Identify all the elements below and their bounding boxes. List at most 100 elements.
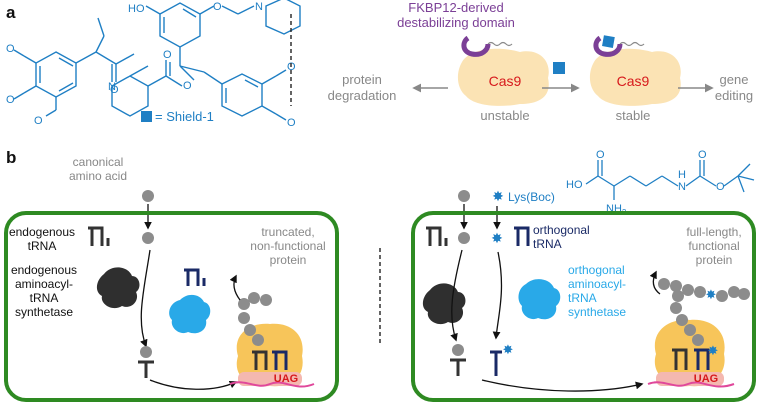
endogenous-trna-line2: tRNA — [28, 239, 57, 253]
orthogonal-trna-line2: tRNA — [533, 237, 562, 251]
lysboc-label: Lys(Boc) — [508, 190, 555, 204]
synthetase-line3: tRNA — [30, 291, 59, 305]
mrna-right — [647, 381, 735, 388]
ribosome-right-star: ✸ — [708, 343, 719, 358]
nascent-chain-left — [238, 292, 272, 346]
nascent-chain-star: ✸ — [706, 287, 717, 302]
canonical-line2: amino acid — [69, 169, 127, 183]
panel-b-letter: b — [6, 148, 16, 167]
ribosome-right-trna — [672, 348, 688, 370]
canonical-aa-outside-right — [458, 190, 470, 202]
shield1-atom-labels: HO O N O N O O O O O O O — [6, 1, 296, 129]
endogenous-trna-icon — [88, 226, 110, 246]
linker-stable — [619, 41, 645, 47]
ddomain-stable — [593, 35, 623, 57]
endogenous-trna-right-icon — [426, 226, 448, 246]
atom-o-ester-1: O — [163, 49, 172, 61]
truncated-line2: non-functional — [250, 239, 325, 253]
stable-label: stable — [616, 108, 651, 123]
charged-orth-star: ✸ — [503, 342, 514, 357]
orthogonal-synthetase-icon — [518, 279, 561, 320]
codon-left: UAG — [274, 373, 298, 385]
charged-aa-right — [452, 344, 464, 356]
atom-n-top: N — [255, 1, 263, 13]
atom-o-meo-3: O — [34, 115, 43, 127]
lysboc-structure — [585, 160, 755, 200]
degradation-line1: protein — [342, 72, 382, 87]
atom-n-piperidine: N — [108, 81, 116, 93]
atom-ho: HO — [128, 3, 145, 15]
arrow-full-length — [649, 270, 661, 295]
cell-left — [4, 211, 339, 402]
lysboc-n: N — [678, 181, 686, 193]
synthetase-line4: synthetase — [15, 305, 73, 319]
ribosome-left-trnas — [252, 350, 268, 370]
charged-orth-trna-icon — [490, 350, 502, 376]
atom-o-meo-1: O — [6, 43, 15, 55]
gene-editing-line2: editing — [715, 88, 753, 103]
shield1-square-middle — [553, 62, 565, 74]
canonical-line1: canonical — [73, 155, 124, 169]
panel-a-letter: a — [6, 3, 16, 22]
linker-unstable — [487, 41, 513, 47]
lysboc-o-carbonyl: O — [698, 149, 707, 161]
ddomain-unstable — [461, 35, 491, 57]
atom-o-ester-2: O — [183, 80, 192, 92]
ddomain-label-line2: destabilizing domain — [397, 15, 515, 30]
orthogonal-trna-icon — [514, 226, 530, 246]
codon-right: UAG — [694, 373, 718, 385]
arrow-charging-left — [140, 249, 151, 348]
orth-synthetase-line1: orthogonal — [568, 263, 625, 277]
truncated-line3: protein — [270, 253, 307, 267]
canonical-aa-inside — [142, 232, 154, 244]
ribosome-left-orth-trna — [272, 350, 288, 370]
cell-right — [411, 211, 756, 402]
shield1-structure — [13, 0, 301, 121]
cas9-unstable-label: Cas9 — [489, 73, 522, 89]
orth-synthetase-line2: aminoacyl- — [568, 277, 626, 291]
endogenous-synthetase-right-icon — [422, 283, 466, 325]
degradation-line2: degradation — [328, 88, 397, 103]
charged-trna-left-icon — [138, 360, 154, 378]
cas9-stable-blob — [589, 48, 681, 106]
cas9-unstable-blob — [457, 48, 549, 106]
synthetase-line2: aminoacyl- — [15, 277, 73, 291]
unstable-label: unstable — [480, 108, 529, 123]
lysboc-star-outside: ✸ — [492, 188, 504, 204]
lysboc-o-ester: O — [716, 181, 725, 193]
cas9-stable-label: Cas9 — [617, 73, 650, 89]
lysboc-atom-labels: HO O NH2 H N O O — [566, 149, 725, 217]
canonical-aa-outside — [142, 190, 154, 202]
orthogonal-trna-unused-icon — [184, 268, 206, 286]
ribosome-left-base — [238, 372, 302, 386]
shield1-legend-text: = Shield-1 — [155, 109, 214, 124]
arrow-truncated — [229, 274, 241, 301]
orth-synthetase-line3: tRNA — [568, 291, 597, 305]
full-line3: protein — [696, 253, 733, 267]
ddomain-label-line1: FKBP12-derived — [408, 0, 503, 15]
arrow-charging-right-endogenous — [450, 249, 463, 342]
atom-o-meo-2: O — [6, 94, 15, 106]
atom-o-meo-5: O — [287, 117, 296, 129]
truncated-line1: truncated, — [261, 225, 314, 239]
lysboc-h: H — [678, 169, 686, 181]
full-line1: full-length, — [686, 225, 741, 239]
full-line2: functional — [688, 239, 739, 253]
lysboc-star-inside: ✸ — [491, 230, 503, 246]
lysboc-ho: HO — [566, 179, 583, 191]
lysboc-o-acid: O — [596, 149, 605, 161]
orthogonal-synthetase-unused-icon — [169, 294, 211, 334]
gene-editing-line1: gene — [720, 72, 749, 87]
endogenous-synthetase-icon — [96, 267, 140, 309]
mrna-left — [229, 381, 315, 388]
ribosome-right-base — [656, 372, 724, 386]
ribosome-right-orth-trna — [694, 348, 710, 370]
nascent-chain-right — [658, 278, 750, 346]
orthogonal-trna-line1: orthogonal — [533, 223, 590, 237]
endogenous-trna-line1: endogenous — [9, 225, 75, 239]
atom-o-carbonyl: O — [110, 84, 119, 96]
canonical-aa-inside-right — [458, 232, 470, 244]
arrow-to-ribosome-left — [149, 379, 238, 390]
arrow-charging-right-orthogonal — [492, 251, 503, 340]
